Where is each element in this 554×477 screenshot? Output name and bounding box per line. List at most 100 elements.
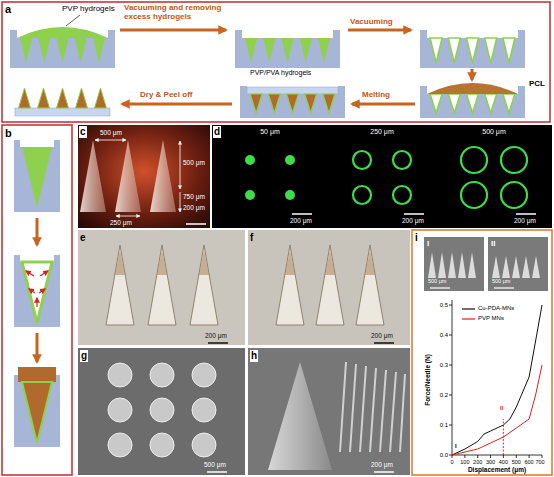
- figure-line: [430, 287, 450, 288]
- label: PCL: [529, 79, 545, 88]
- figure-shape: [38, 38, 50, 63]
- figure-shape: [15, 108, 110, 116]
- figure-shape: [106, 245, 134, 325]
- figure-shape: [212, 125, 552, 228]
- figure-shape: [501, 182, 527, 208]
- figure-shape: [325, 250, 335, 275]
- figure-shape: [95, 88, 107, 108]
- figure-shape: [57, 88, 69, 108]
- panel-letter: i: [415, 232, 418, 244]
- figure-shape: [80, 140, 106, 212]
- figure-line: [180, 192, 181, 212]
- figure-shape: [245, 155, 295, 200]
- figure-shape: [150, 363, 174, 387]
- scale-label: 200 μm: [402, 217, 424, 224]
- figure-shape: [2, 2, 550, 122]
- figure-line: [39, 289, 45, 293]
- figure-shape: [353, 186, 371, 204]
- figure-shape: [452, 300, 542, 455]
- figure-shape: [522, 256, 530, 278]
- figure-line: [292, 213, 312, 215]
- figure-shape: [93, 38, 105, 63]
- label: Vacuuming: [350, 17, 393, 26]
- figure-shape: [485, 38, 497, 63]
- figure-shape: [393, 186, 411, 204]
- figure-shape: [316, 245, 344, 325]
- figure-shape: [485, 94, 497, 113]
- scale-label: 50 μm: [260, 128, 280, 136]
- label: Vacuuming and removing excess hydrogels: [124, 3, 232, 21]
- figure-shape: [235, 30, 340, 68]
- figure-line: [26, 271, 34, 276]
- figure-shape: [503, 94, 515, 113]
- label: 500: [512, 459, 521, 465]
- figure-line: [66, 15, 80, 26]
- figure-shape: [108, 398, 132, 422]
- figure-line: [380, 370, 386, 452]
- legend-text: PVP MNs: [478, 315, 504, 322]
- figure-shape: [449, 305, 452, 455]
- figure-shape: [20, 140, 54, 147]
- figure-line: [207, 471, 227, 473]
- figure-line: [404, 213, 424, 215]
- figure-shape: [248, 348, 410, 475]
- panel-letter: f: [250, 232, 253, 244]
- figure-line: [471, 69, 474, 80]
- figure-line: [462, 318, 475, 319]
- panel-letter: h: [250, 350, 258, 362]
- figure-shape: [412, 230, 552, 475]
- label: 200: [473, 459, 482, 465]
- figure-line: [122, 103, 232, 106]
- figure-shape: [393, 151, 411, 169]
- figure-shape: [19, 88, 31, 108]
- figure-shape: [467, 38, 479, 63]
- figure-shape: [192, 398, 216, 422]
- label: 100: [460, 459, 469, 465]
- label: I: [455, 443, 457, 450]
- figure-shape: [22, 382, 52, 443]
- figure-shape: [115, 250, 375, 275]
- figure-shape: [285, 250, 295, 275]
- figure-shape: [318, 38, 330, 63]
- figure-shape: [501, 147, 527, 173]
- label: 300: [486, 459, 495, 465]
- figure-shape: [148, 245, 176, 325]
- figure-shape: [240, 86, 345, 118]
- figure-shape: [492, 256, 500, 278]
- panel-letter: a: [5, 3, 11, 16]
- scale-label: 250 μm: [110, 219, 132, 226]
- figure-shape: [150, 140, 176, 212]
- figure-shape: [276, 245, 304, 325]
- figure-shape: [115, 250, 125, 275]
- figure-line: [360, 366, 366, 452]
- figure-shape: [449, 300, 542, 458]
- figure-shape: [22, 147, 52, 208]
- scale-label: 500 μm: [492, 278, 510, 284]
- scale-label: 500 μm: [204, 461, 226, 468]
- label: Melting: [362, 90, 390, 99]
- figure-shape: [14, 375, 60, 447]
- figure-shape: [340, 362, 405, 452]
- figure-shape: [438, 252, 446, 278]
- figure-shape: [17, 27, 108, 38]
- figure-shape: [427, 83, 518, 94]
- legend-text: Cu-PDA-MNs: [478, 305, 514, 312]
- scale-label: 200 μm: [290, 217, 312, 224]
- figure-shape: [245, 38, 257, 63]
- figure-shape: [78, 348, 245, 475]
- figure-shape: [458, 252, 466, 278]
- figure-shape: [353, 151, 371, 169]
- label: I: [427, 239, 429, 248]
- figure-shape: [282, 38, 294, 63]
- figure-shape: [190, 245, 218, 325]
- figure-shape: [300, 38, 312, 63]
- scale-label: 750 μm: [183, 193, 205, 200]
- panel-letter: b: [5, 127, 12, 140]
- figure-shape: [305, 94, 317, 113]
- figure-shape: [2, 125, 72, 475]
- scale-label: 250 μm: [370, 128, 394, 136]
- figure-shape: [512, 256, 520, 278]
- panel-letter: g: [80, 350, 88, 362]
- label: Force/Needle (N): [424, 354, 431, 406]
